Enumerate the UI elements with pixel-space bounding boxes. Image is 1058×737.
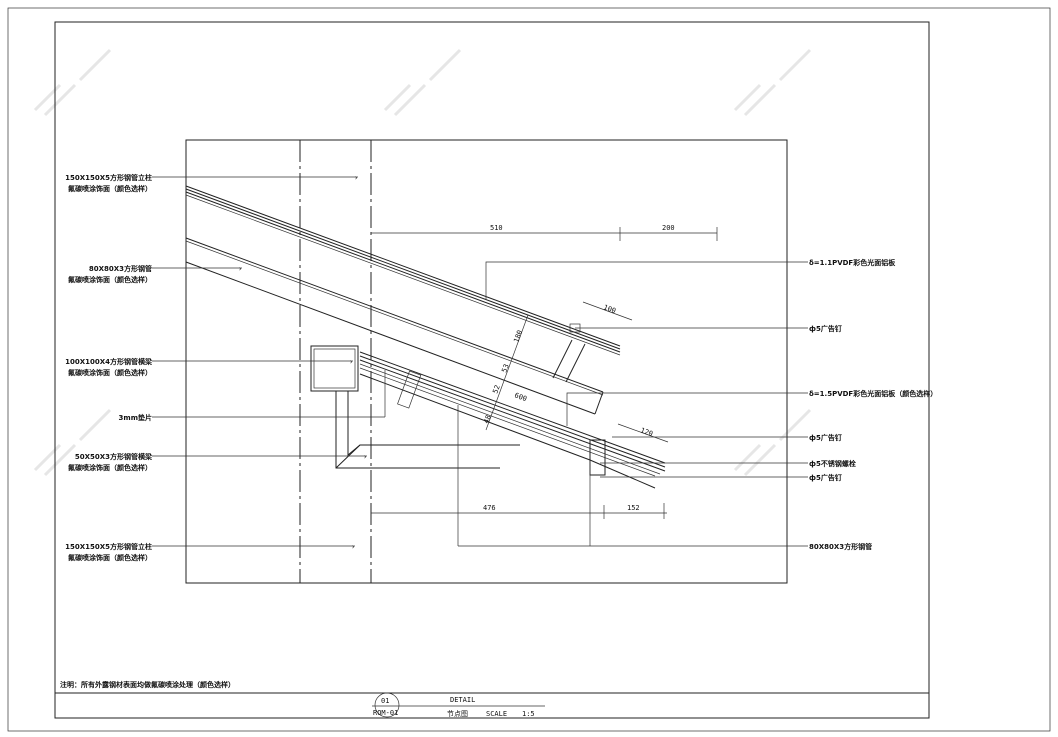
- title-block: 01 ROM-01 DETAIL 节点图 SCALE 1:5: [55, 692, 929, 718]
- bolt-bracket: [589, 439, 606, 476]
- callout-crossbeam-100: 100X100X4方形钢管横梁: [65, 357, 153, 366]
- shim-plate: [397, 370, 422, 409]
- callout-beam-80-finish: 氟碳喷涂饰面（颜色选样）: [68, 275, 152, 284]
- detail-number: 01: [381, 697, 389, 705]
- steel-beam-80x80: [185, 237, 604, 415]
- callout-rivet-3: ф5广告钉: [809, 473, 842, 482]
- callout-column-top-finish: 氟碳喷涂饰面（颜色选样）: [68, 184, 152, 193]
- dim-180: 180: [512, 329, 524, 344]
- svg-text:›: ›: [349, 358, 353, 366]
- svg-text:›: ›: [363, 453, 367, 461]
- callout-crossbeam-100-finish: 氟碳喷涂饰面（颜色选样）: [68, 368, 152, 377]
- callout-column-top: 150X150X5方形钢管立柱: [65, 173, 152, 182]
- right-callouts: δ=1.1PVDF彩色光面铝板 ф5广告钉 δ=1.5PVDF彩色光面铝板（颜色…: [485, 258, 937, 551]
- dim-52: 52: [491, 384, 501, 395]
- callout-panel-1-1: δ=1.1PVDF彩色光面铝板: [809, 258, 896, 267]
- dim-120: 120: [639, 426, 654, 438]
- scale-value: 1:5: [522, 710, 535, 718]
- callout-column-bottom: 150X150X5方形钢管立柱: [65, 542, 152, 551]
- dim-476: 476: [483, 504, 496, 512]
- callout-column-bottom-finish: 氟碳喷涂饰面（颜色选样）: [68, 553, 152, 562]
- drawing-note: 注明：所有外露钢材表面均做氟碳喷涂处理（颜色选样）: [60, 680, 235, 689]
- callout-panel-1-5: δ=1.5PVDF彩色光面铝板（颜色选样）: [809, 389, 937, 398]
- left-callouts: › 150X150X5方形钢管立柱 氟碳喷涂饰面（颜色选样） › 80X80X3…: [65, 173, 386, 562]
- lower-roof-panel: [359, 351, 666, 489]
- callout-tube-80: 80X80X3方形钢管: [809, 542, 872, 551]
- dimension-bottom: 476 152: [371, 503, 667, 519]
- dimension-top: 510 200: [371, 224, 718, 241]
- callout-crossbeam-50: 50X50X3方形钢管横梁: [75, 452, 153, 461]
- drawing-frame: [54, 21, 930, 719]
- callout-bolt: ф5不锈钢螺栓: [809, 459, 856, 468]
- sheet-border: [7, 7, 1051, 732]
- steel-tube-100x100: [310, 345, 359, 392]
- callout-crossbeam-50-finish: 氟碳喷涂饰面（颜色选样）: [68, 463, 152, 472]
- callout-rivet-1: ф5广告钉: [809, 324, 842, 333]
- scale-label: SCALE: [486, 710, 507, 718]
- svg-text:›: ›: [354, 174, 358, 182]
- top-roof-panel: [185, 185, 621, 356]
- sheet-reference: ROM-01: [373, 709, 398, 717]
- title-cn: 节点图: [447, 710, 468, 718]
- dim-200: 200: [662, 224, 675, 232]
- callout-rivet-2: ф5广告钉: [809, 433, 842, 442]
- dim-600: 600: [513, 391, 528, 403]
- svg-text:›: ›: [351, 543, 355, 551]
- support-post: [565, 343, 586, 383]
- dim-48: 48: [482, 414, 492, 425]
- svg-text:›: ›: [238, 265, 242, 273]
- dim-53: 53: [500, 363, 510, 374]
- dim-152: 152: [627, 504, 640, 512]
- watermark: [33, 48, 812, 477]
- detail-viewport: [185, 139, 788, 584]
- callout-shim: 3mm垫片: [119, 413, 152, 422]
- title-en: DETAIL: [450, 696, 475, 704]
- support-post: [552, 339, 573, 379]
- dim-510: 510: [490, 224, 503, 232]
- callout-beam-80: 80X80X3方形钢管: [89, 264, 152, 273]
- dim-100: 100: [602, 303, 617, 315]
